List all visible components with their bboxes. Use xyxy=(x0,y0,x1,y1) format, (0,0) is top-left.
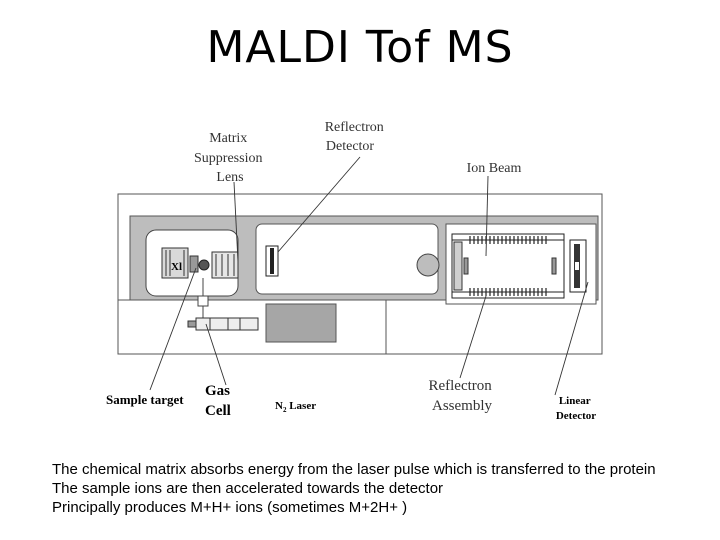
ion-packet xyxy=(416,253,440,277)
linear-detector-label: Linear Detector xyxy=(556,395,596,422)
gas-cell-label: Gas Cell xyxy=(205,383,234,419)
sample-target-label: Sample target xyxy=(106,392,184,407)
reflectron-assembly-leader xyxy=(459,295,487,379)
lens-leader xyxy=(233,181,239,263)
caption-block: The chemical matrix absorbs energy from … xyxy=(52,460,712,517)
ion-source-point xyxy=(198,259,210,271)
reflectron-detector-label: Reflectron Detector xyxy=(325,120,388,154)
xl-label: Xl xyxy=(171,261,182,273)
n2-laser-label: N2 Laser xyxy=(275,400,316,414)
ion-beam-leader xyxy=(485,175,489,257)
caption-line: The sample ions are then accelerated tow… xyxy=(52,480,444,497)
ion-beam-label: Ion Beam xyxy=(467,161,522,176)
flight-tube-interior xyxy=(255,223,439,295)
matrix-suppression-lens-label: Matrix Suppression Lens xyxy=(194,131,266,185)
reflectron-assembly-label: Reflectron Assembly xyxy=(428,378,495,414)
n2-laser-block xyxy=(265,303,337,343)
page-title: MALDI Tof MS xyxy=(206,22,514,73)
caption-line: Principally produces M+H+ ions (sometime… xyxy=(52,499,408,516)
linear-detector-leader xyxy=(554,281,589,396)
reflectron-detector-leader xyxy=(277,156,361,253)
sample-target-leader xyxy=(149,267,197,391)
reflectron-assembly xyxy=(451,233,565,299)
gas-cell-assembly xyxy=(195,317,259,331)
caption-line: The chemical matrix absorbs energy from … xyxy=(52,461,656,478)
gas-cell-leader xyxy=(205,323,227,386)
